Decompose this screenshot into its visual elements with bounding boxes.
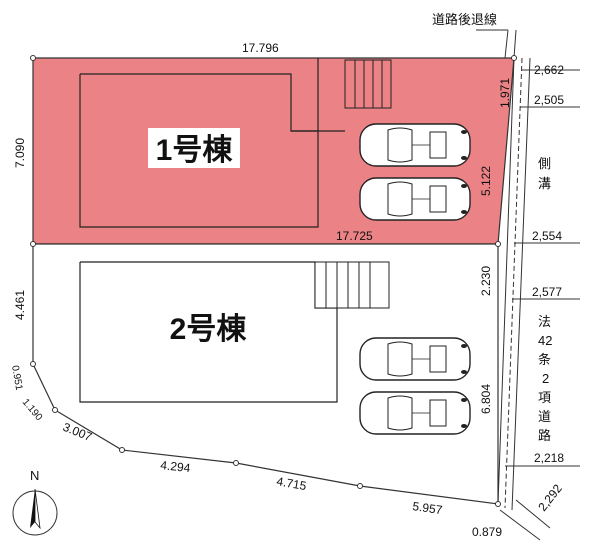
gutter-label-2: 溝 [538, 176, 551, 191]
dim-sw-b: 1.190 [20, 397, 45, 424]
road-width-5: 2,218 [534, 451, 564, 465]
road-width-6: 2,292 [535, 481, 565, 514]
car-4 [359, 391, 471, 435]
building-1-label: 1号棟 [156, 134, 234, 167]
building-2-label: 2号棟 [170, 313, 248, 346]
dim-right-lower: 6.804 [479, 384, 493, 414]
dim-sw-a: 0.951 [9, 365, 24, 392]
compass [12, 488, 58, 536]
road-width-3: 2,554 [532, 229, 562, 243]
dim-middle: 17.725 [336, 229, 373, 243]
stairs-2 [314, 261, 390, 309]
road-width-4: 2,577 [532, 285, 562, 299]
stairs-1 [344, 59, 392, 109]
dim-right-top: 1.971 [498, 78, 512, 108]
north-arrow-icon [30, 489, 35, 528]
dim-top: 17.796 [242, 41, 279, 55]
road-label-2: 42 [538, 333, 552, 348]
car-1 [359, 123, 471, 167]
road-label-5: 項 [538, 390, 551, 405]
compass-north-label: N [30, 468, 39, 483]
road-strip [497, 29, 531, 511]
road-label-7: 路 [538, 428, 551, 443]
building-1-footprint [79, 58, 345, 228]
road-label-1: 法 [538, 314, 551, 329]
building-1-label-bg [148, 128, 240, 168]
dim-left-upper: 7.090 [13, 138, 27, 168]
road-label-3: 条 [538, 352, 551, 367]
dim-s-2: 4.294 [160, 458, 192, 475]
road-width-1: 2,662 [534, 63, 564, 77]
dim-s-4: 5.957 [412, 499, 444, 517]
car-2 [359, 177, 471, 221]
road-width-2: 2,505 [534, 93, 564, 107]
dim-s-3: 4.715 [275, 474, 307, 493]
car-3 [359, 337, 471, 381]
dim-s-corner: 0.879 [472, 525, 502, 539]
road-label-4: 2 [542, 371, 549, 386]
dim-right-upper2: 2.230 [479, 266, 493, 296]
setback-label: 道路後退線 [432, 12, 497, 27]
boundary-points [30, 55, 517, 507]
dim-left-lower: 4.461 [13, 290, 27, 320]
road-label-6: 道 [538, 409, 551, 424]
dim-right-mid: 5.122 [479, 166, 493, 196]
road-width-lines [499, 69, 580, 541]
gutter-label-1: 側 [538, 156, 551, 171]
